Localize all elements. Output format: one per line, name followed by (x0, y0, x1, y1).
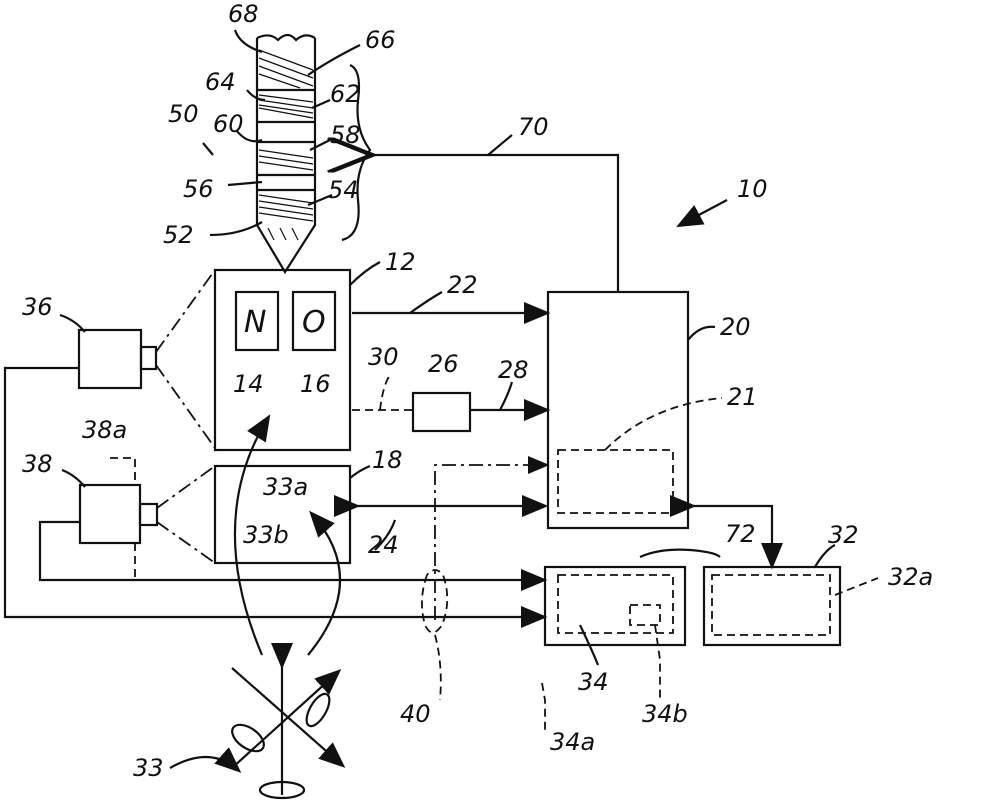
camera-38 (62, 458, 215, 580)
label-70: 70 (518, 113, 549, 141)
label-68: 68 (228, 0, 259, 28)
label-22: 22 (447, 271, 478, 299)
loop-40 (422, 465, 546, 700)
label-32: 32 (828, 521, 859, 549)
box-32 (704, 545, 878, 645)
label-64: 64 (205, 68, 236, 96)
label-58: 58 (330, 121, 361, 149)
label-26: 26 (428, 350, 459, 378)
label-O: O (302, 305, 326, 340)
label-N: N (244, 305, 266, 340)
label-38: 38 (22, 450, 53, 478)
box-20 (548, 292, 722, 528)
label-33: 33 (133, 754, 164, 782)
label-18: 18 (372, 446, 403, 474)
label-38a: 38a (82, 416, 127, 444)
label-33b: 33b (243, 521, 289, 549)
label-33a: 33a (263, 473, 308, 501)
layer-hatching (259, 50, 313, 240)
label-34: 34 (578, 668, 609, 696)
label-60: 60 (213, 110, 244, 138)
label-12: 12 (385, 248, 416, 276)
label-52: 52 (163, 221, 194, 249)
label-14: 14 (233, 370, 264, 398)
box-12 (215, 262, 380, 450)
label-50: 50 (168, 100, 199, 128)
motion-axes-33 (170, 418, 342, 798)
label-28: 28 (498, 356, 529, 384)
label-21: 21 (727, 383, 758, 411)
label-30: 30 (368, 343, 399, 371)
pointer-10 (680, 200, 727, 225)
label-56: 56 (183, 175, 214, 203)
label-10: 10 (737, 175, 768, 203)
label-16: 16 (300, 370, 331, 398)
reference-labels: 68 66 64 62 50 60 58 56 54 52 70 10 12 2… (22, 0, 933, 782)
label-40: 40 (400, 700, 431, 728)
label-36: 36 (22, 293, 53, 321)
label-62: 62 (330, 80, 361, 108)
label-34a: 34a (550, 728, 595, 756)
label-34b: 34b (642, 700, 688, 728)
label-20: 20 (720, 313, 751, 341)
label-24: 24 (368, 531, 399, 559)
label-72: 72 (725, 520, 756, 548)
label-54: 54 (328, 176, 359, 204)
label-66: 66 (365, 26, 396, 54)
label-32a: 32a (888, 563, 933, 591)
